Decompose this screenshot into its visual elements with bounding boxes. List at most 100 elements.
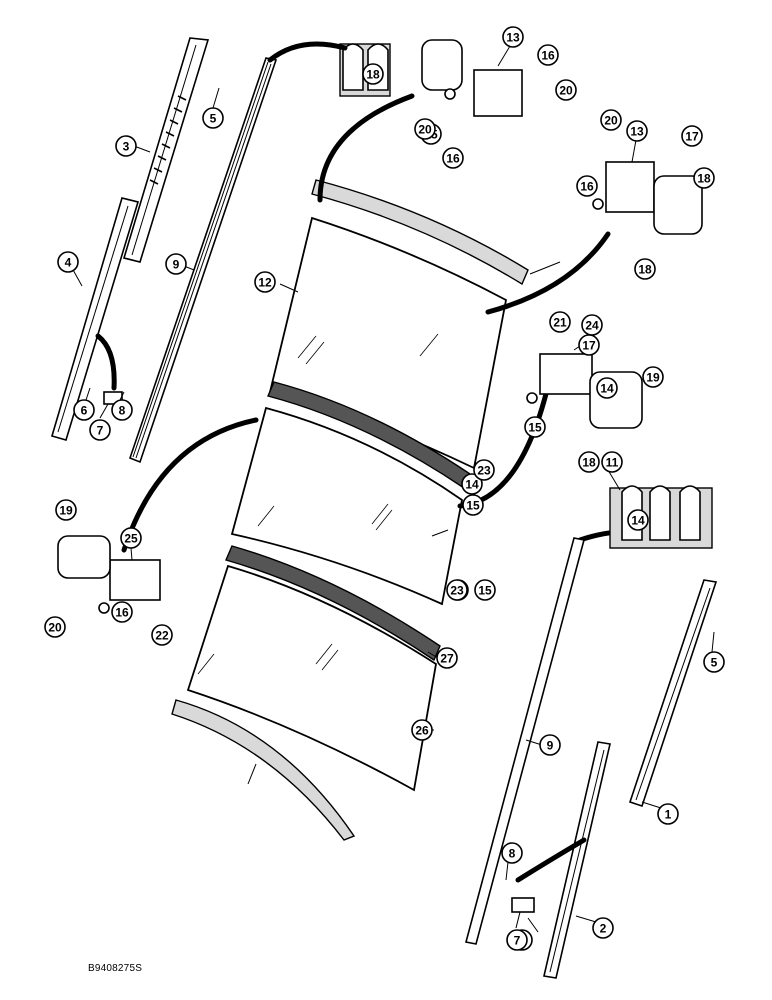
callout-circle: [581, 314, 603, 336]
callout-14: 14: [596, 377, 618, 399]
callout-circle: [73, 399, 95, 421]
part-27-seal-top: [311, 179, 529, 286]
callout-19: 19: [642, 366, 664, 388]
callout-circle: [436, 647, 458, 669]
callout-number: 7: [514, 934, 521, 948]
part-3-channel: [122, 37, 210, 263]
part-25-seal: [225, 545, 441, 662]
part-24-glass-lower: [186, 564, 437, 792]
callout-number: 5: [210, 112, 217, 126]
callout-circle: [120, 527, 142, 549]
callout-number: 15: [466, 499, 480, 513]
part-13-hinge-right: [592, 161, 703, 235]
callout-20: 20: [44, 616, 66, 638]
callout-18: 18: [578, 451, 600, 473]
callout-16: 16: [442, 147, 464, 169]
callout-number: 18: [638, 263, 652, 277]
callout-layer: 1234556677889911121313141414141515151516…: [44, 26, 725, 951]
callout-6: 6: [73, 399, 95, 421]
callout-15: 15: [462, 494, 484, 516]
callout-number: 6: [81, 404, 88, 418]
callout-number: 13: [506, 31, 520, 45]
callout-number: 21: [553, 316, 567, 330]
callout-number: 20: [418, 123, 432, 137]
callout-circle: [89, 419, 111, 441]
callout-circle: [626, 120, 648, 142]
callout-23: 23: [473, 459, 495, 481]
part-13-hinge-top: [421, 39, 523, 117]
callout-number: 18: [366, 68, 380, 82]
callout-8: 8: [111, 399, 133, 421]
callout-4: 4: [57, 251, 79, 273]
callout-25: 25: [120, 527, 142, 549]
callout-circle: [57, 251, 79, 273]
callout-18: 18: [693, 167, 715, 189]
callout-circle: [151, 624, 173, 646]
callout-circle: [362, 63, 384, 85]
callout-circle: [111, 399, 133, 421]
part-4-channel: [51, 197, 140, 441]
part-7-clip-right: [511, 897, 535, 913]
callout-number: 14: [465, 478, 479, 492]
callout-number: 4: [65, 256, 72, 270]
callout-13: 13: [502, 26, 524, 48]
part-23-hinge-right: [526, 353, 643, 429]
callout-number: 16: [580, 180, 594, 194]
callout-number: 15: [478, 584, 492, 598]
callout-circle: [596, 377, 618, 399]
leader-curve: [121, 417, 259, 553]
callout-circle: [446, 579, 468, 601]
callout-14: 14: [461, 473, 483, 495]
callout-number: 12: [258, 276, 272, 290]
callout-7: 7: [506, 929, 528, 951]
callout-number: 17: [685, 130, 699, 144]
callout-circle: [657, 803, 679, 825]
part-1-channel: [628, 579, 718, 808]
callout-22: 22: [151, 624, 173, 646]
callout-number: 23: [477, 464, 491, 478]
callout-number: 18: [582, 456, 596, 470]
callout-circle: [524, 416, 546, 438]
part-11-extrusion: [609, 485, 713, 549]
callout-2: 2: [592, 917, 614, 939]
callout-circle: [474, 579, 496, 601]
callout-circle: [681, 125, 703, 147]
callout-18: 18: [634, 258, 656, 280]
callout-number: 13: [630, 125, 644, 139]
callout-number: 17: [582, 339, 596, 353]
leader-curve: [317, 93, 415, 203]
callout-circle: [55, 499, 77, 521]
callout-number: 14: [600, 382, 614, 396]
callout-20: 20: [600, 109, 622, 131]
callout-number: 19: [59, 504, 73, 518]
part-26-seal-bottom: [171, 699, 356, 841]
callout-number: 2: [600, 922, 607, 936]
callout-number: 23: [450, 584, 464, 598]
callout-circle: [576, 175, 598, 197]
callout-number: 20: [604, 114, 618, 128]
callout-number: 27: [440, 652, 454, 666]
callout-19: 19: [55, 499, 77, 521]
callout-20: 20: [555, 79, 577, 101]
callout-circle: [627, 509, 649, 531]
callout-9: 9: [165, 253, 187, 275]
callout-number: 16: [115, 606, 129, 620]
callout-circle: [693, 167, 715, 189]
callout-circle: [537, 44, 559, 66]
callout-24: 24: [581, 314, 603, 336]
callout-circle: [414, 118, 436, 140]
callout-circle: [555, 79, 577, 101]
callout-number: 5: [711, 656, 718, 670]
callout-number: 1: [665, 808, 672, 822]
callout-5: 5: [703, 651, 725, 673]
callout-circle: [501, 842, 523, 864]
callout-23: 23: [446, 579, 468, 601]
callout-circle: [254, 271, 276, 293]
callout-18: 18: [362, 63, 384, 85]
callout-11: 11: [601, 451, 623, 473]
callout-number: 9: [173, 258, 180, 272]
leader-curve: [515, 837, 587, 883]
callout-circle: [539, 734, 561, 756]
callout-14: 14: [627, 509, 649, 531]
